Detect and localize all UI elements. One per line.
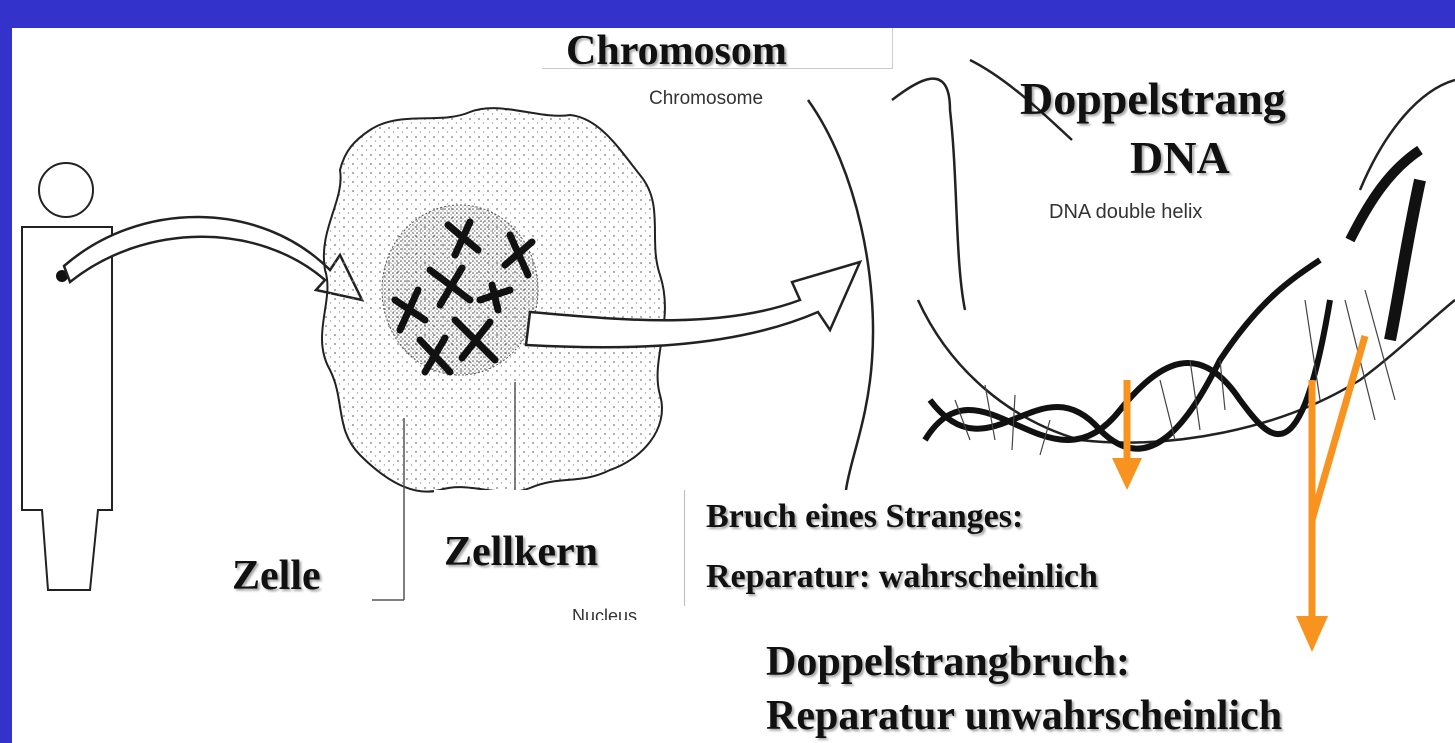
- single-break-line2: Reparatur: wahrscheinlich: [706, 558, 1098, 596]
- single-strand-break-arrow: [1112, 380, 1142, 490]
- human-figure-icon: [22, 163, 112, 590]
- single-break-line1: Bruch eines Stranges:: [706, 498, 1023, 536]
- zellkern-label: Zellkern: [444, 528, 598, 576]
- double-break-line1: Doppelstrangbruch:: [766, 638, 1130, 686]
- double-break-line2: Reparatur unwahrscheinlich: [766, 692, 1282, 740]
- dna-label: DNA: [1130, 131, 1230, 184]
- doppelstrang-label: Doppelstrang: [1020, 72, 1286, 125]
- chromosom-label: Chromosom: [566, 28, 787, 75]
- original-chromosome-label: Chromosome: [649, 88, 763, 110]
- original-dna-label: DNA double helix: [1049, 201, 1202, 224]
- original-nucleus-label: Nucleus: [572, 606, 637, 620]
- slide-canvas: Chromosome DNA double helix Nucleus Chro…: [12, 28, 1455, 743]
- zelle-label: Zelle: [232, 552, 321, 600]
